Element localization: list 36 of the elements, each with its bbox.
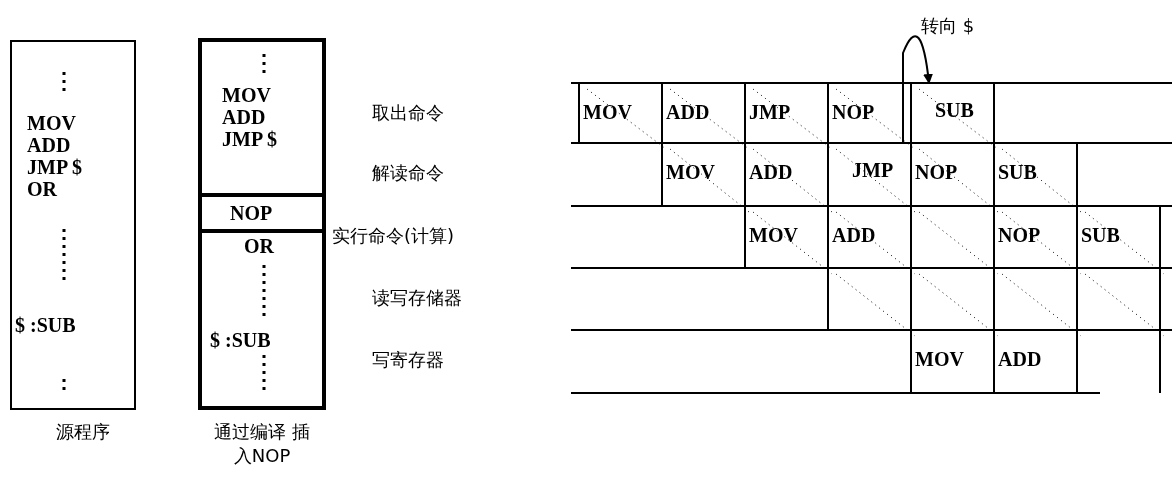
edge-label: 转向 $ <box>921 14 975 38</box>
instruction-label: SUB <box>998 161 1037 184</box>
stage-label: 读写存储器 <box>372 286 462 310</box>
code-text: OR <box>244 235 275 257</box>
code-listing-box <box>200 40 324 195</box>
stage-label: 解读命令 <box>372 161 444 185</box>
instruction-label: MOV <box>583 101 632 124</box>
instruction-label: ADD <box>832 224 876 247</box>
stage-label: 取出命令 <box>372 101 444 125</box>
instruction-label: ADD <box>749 161 793 184</box>
instruction-label: MOV <box>666 161 715 184</box>
code-text: $ :SUB <box>15 314 77 336</box>
code-text: NOP <box>230 202 274 224</box>
code-listing-box <box>198 38 326 410</box>
stage-label: 实行命令(计算) <box>332 224 455 248</box>
pipeline-cell: JMP <box>828 143 911 206</box>
code-listing-box <box>200 195 324 231</box>
instruction-label: NOP <box>915 161 958 184</box>
node-label: 通过编译 插入NOP <box>213 420 311 468</box>
instruction-label: NOP <box>998 224 1041 247</box>
instruction-label: ADD <box>666 101 710 124</box>
stage-label: 写寄存器 <box>372 348 444 372</box>
pipeline-cell: SUB <box>911 83 994 143</box>
instruction-label: SUB <box>1081 224 1120 247</box>
code-listing-box <box>200 231 324 408</box>
code-text: MOV ADD JMP $ OR <box>27 112 83 200</box>
arrow <box>902 35 933 144</box>
code-listing-box <box>10 40 136 410</box>
instruction-label: NOP <box>832 101 875 124</box>
code-text: MOV ADD JMP $ <box>222 84 278 150</box>
instruction-label: MOV <box>749 224 798 247</box>
node-label: 源程序 <box>55 420 111 444</box>
instruction-label: ADD <box>998 348 1042 371</box>
instruction-label: MOV <box>915 348 964 371</box>
instruction-label: JMP <box>749 101 791 124</box>
code-text: $ :SUB <box>210 329 272 351</box>
